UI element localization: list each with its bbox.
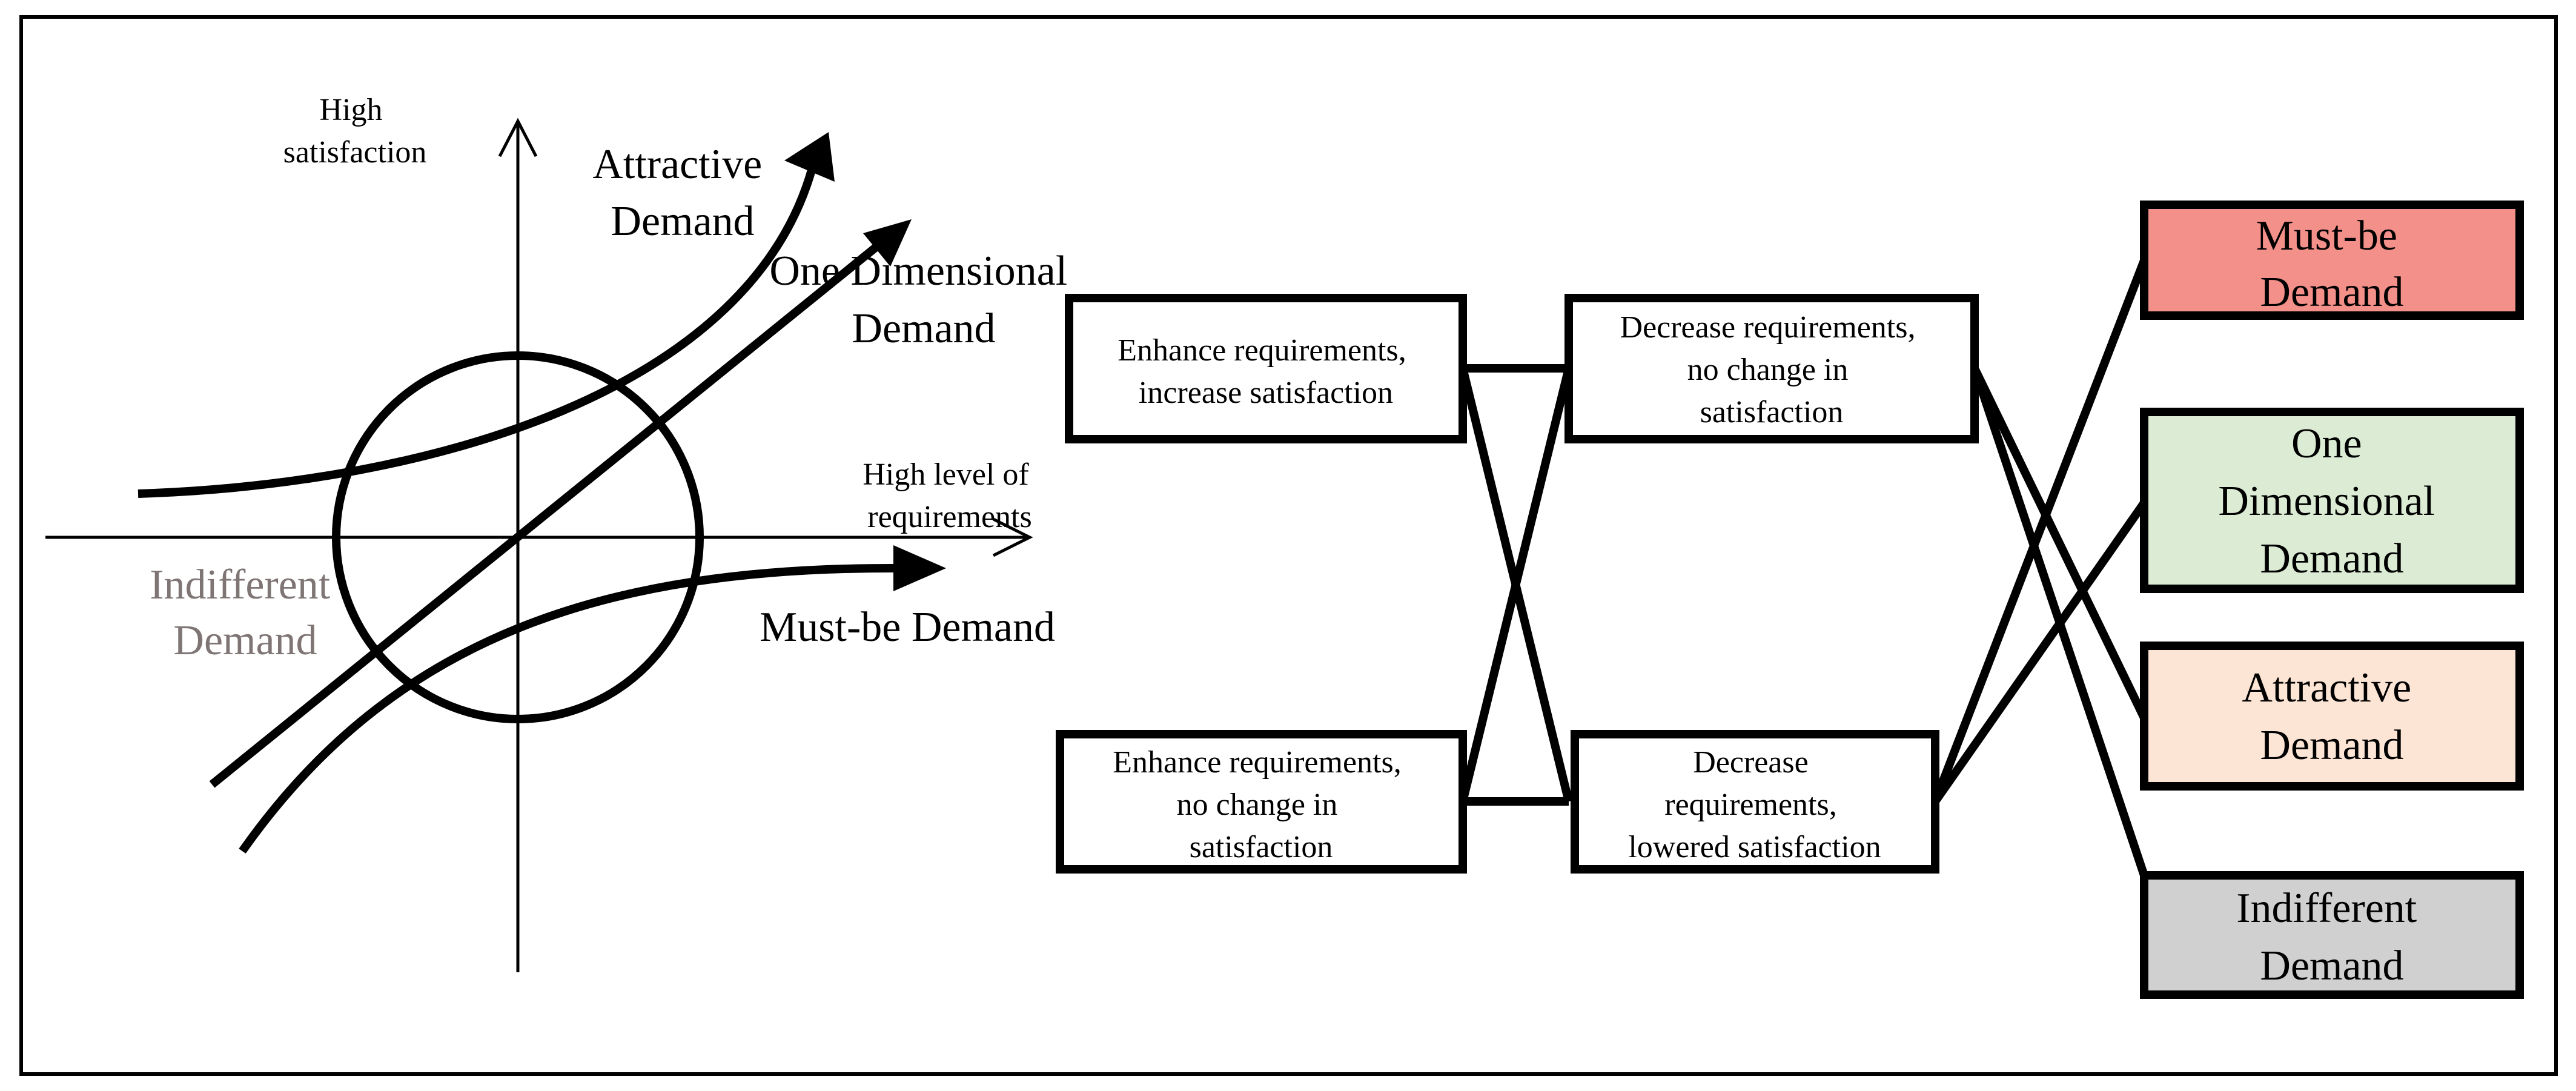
connector (1932, 500, 2148, 804)
condition-text-line: no change in (1687, 353, 1849, 387)
must-be-category-label: Must-be Demand (2256, 213, 2408, 316)
must-be-curve (239, 563, 903, 854)
condition-text-line: Enhance requirements, (1113, 745, 1401, 780)
condition-text-line: Decrease requirements, (1620, 310, 1916, 345)
kano-graph: High satisfaction High level of requirem… (45, 93, 1078, 972)
attractive-curve-label: Attractive Demand (592, 141, 772, 245)
condition-text-line: satisfaction (1700, 395, 1844, 429)
indifferent-circle (332, 351, 704, 723)
decrease-no-change-text: Decrease requirements, no change in sati… (1620, 310, 1924, 429)
must-be-category-box (2140, 201, 2524, 320)
one-dimensional-category-label: One Dimensional Demand (2218, 420, 2445, 582)
y-axis-label: High satisfaction (283, 93, 427, 170)
decrease-no-change-box (1564, 294, 1979, 443)
indifferent-curve-label-line: Indifferent (150, 562, 331, 608)
x-axis-label-line: High level of (863, 457, 1029, 492)
x-axis-arrowhead (992, 517, 1033, 557)
y-axis-arrowhead (498, 118, 538, 158)
attractive-arrowhead (784, 132, 835, 182)
category-label-line: Indifferent (2236, 885, 2417, 932)
enhance-increase-text: Enhance requirements, increase satisfact… (1117, 333, 1414, 410)
attractive-category-label: Attractive Demand (2242, 665, 2422, 769)
connector (1931, 259, 2148, 803)
category-boxes: Must-be Demand One Dimensional Demand At… (2140, 201, 2524, 999)
condition-text-line: satisfaction (1190, 830, 1333, 864)
attractive-curve-label-line: Attractive (592, 141, 762, 188)
one-dimensional-arrowhead (863, 219, 912, 267)
y-axis-label-line: satisfaction (283, 135, 427, 170)
category-label-line: One (2291, 420, 2362, 467)
condition-text-line: lowered satisfaction (1628, 830, 1881, 864)
must-be-curve-label-line: Must-be Demand (760, 604, 1055, 651)
enhance-increase-box (1065, 294, 1467, 443)
one-dimensional-curve-label-line: Demand (852, 305, 995, 352)
connector (1970, 366, 2148, 720)
one-dimensional-curve-label: One Dimensional Demand (769, 248, 1078, 352)
connector (1459, 367, 1573, 803)
indifferent-category-label: Indifferent Demand (2236, 885, 2428, 989)
outer-frame (19, 15, 2558, 1076)
attractive-curve-label-line: Demand (611, 198, 754, 245)
category-label-line: Demand (2260, 943, 2403, 989)
category-label-line: Demand (2260, 722, 2403, 769)
one-dimensional-line (209, 242, 881, 788)
category-label-line: Demand (2260, 536, 2403, 582)
one-dimensional-curve-label-line: One Dimensional (769, 248, 1067, 294)
category-label-line: Attractive (2242, 665, 2411, 711)
one-dimensional-category-box (2140, 408, 2524, 593)
condition-text-line: no change in (1177, 788, 1338, 822)
condition-text-line: increase satisfaction (1139, 376, 1393, 410)
x-axis-label-line: requirements (867, 500, 1031, 534)
decrease-lowered-box (1571, 730, 1939, 874)
category-label-line: Demand (2260, 269, 2403, 316)
condition-text-line: Decrease (1693, 745, 1809, 780)
indifferent-category-box (2140, 871, 2524, 999)
condition-text-line: Enhance requirements, (1117, 333, 1406, 368)
indifferent-curve-label-line: Demand (173, 617, 317, 664)
attractive-category-box (2140, 642, 2524, 791)
category-label-line: Dimensional (2218, 478, 2435, 525)
x-axis-label: High level of requirements (863, 457, 1036, 534)
condition-boxes: Enhance requirements, increase satisfact… (1056, 259, 2148, 877)
attractive-curve (137, 158, 819, 498)
y-axis-label-line: High (320, 93, 383, 127)
category-label-line: Must-be (2256, 213, 2397, 259)
condition-text-line: requirements, (1664, 788, 1836, 822)
enhance-no-change-box (1056, 730, 1467, 874)
indifferent-curve-label: Indifferent Demand (150, 562, 341, 664)
decrease-lowered-text: Decrease requirements, lowered satisfact… (1628, 745, 1881, 864)
must-be-arrowhead (893, 545, 946, 591)
enhance-no-change-text: Enhance requirements, no change in satis… (1113, 745, 1409, 864)
must-be-curve-label: Must-be Demand (760, 604, 1055, 651)
